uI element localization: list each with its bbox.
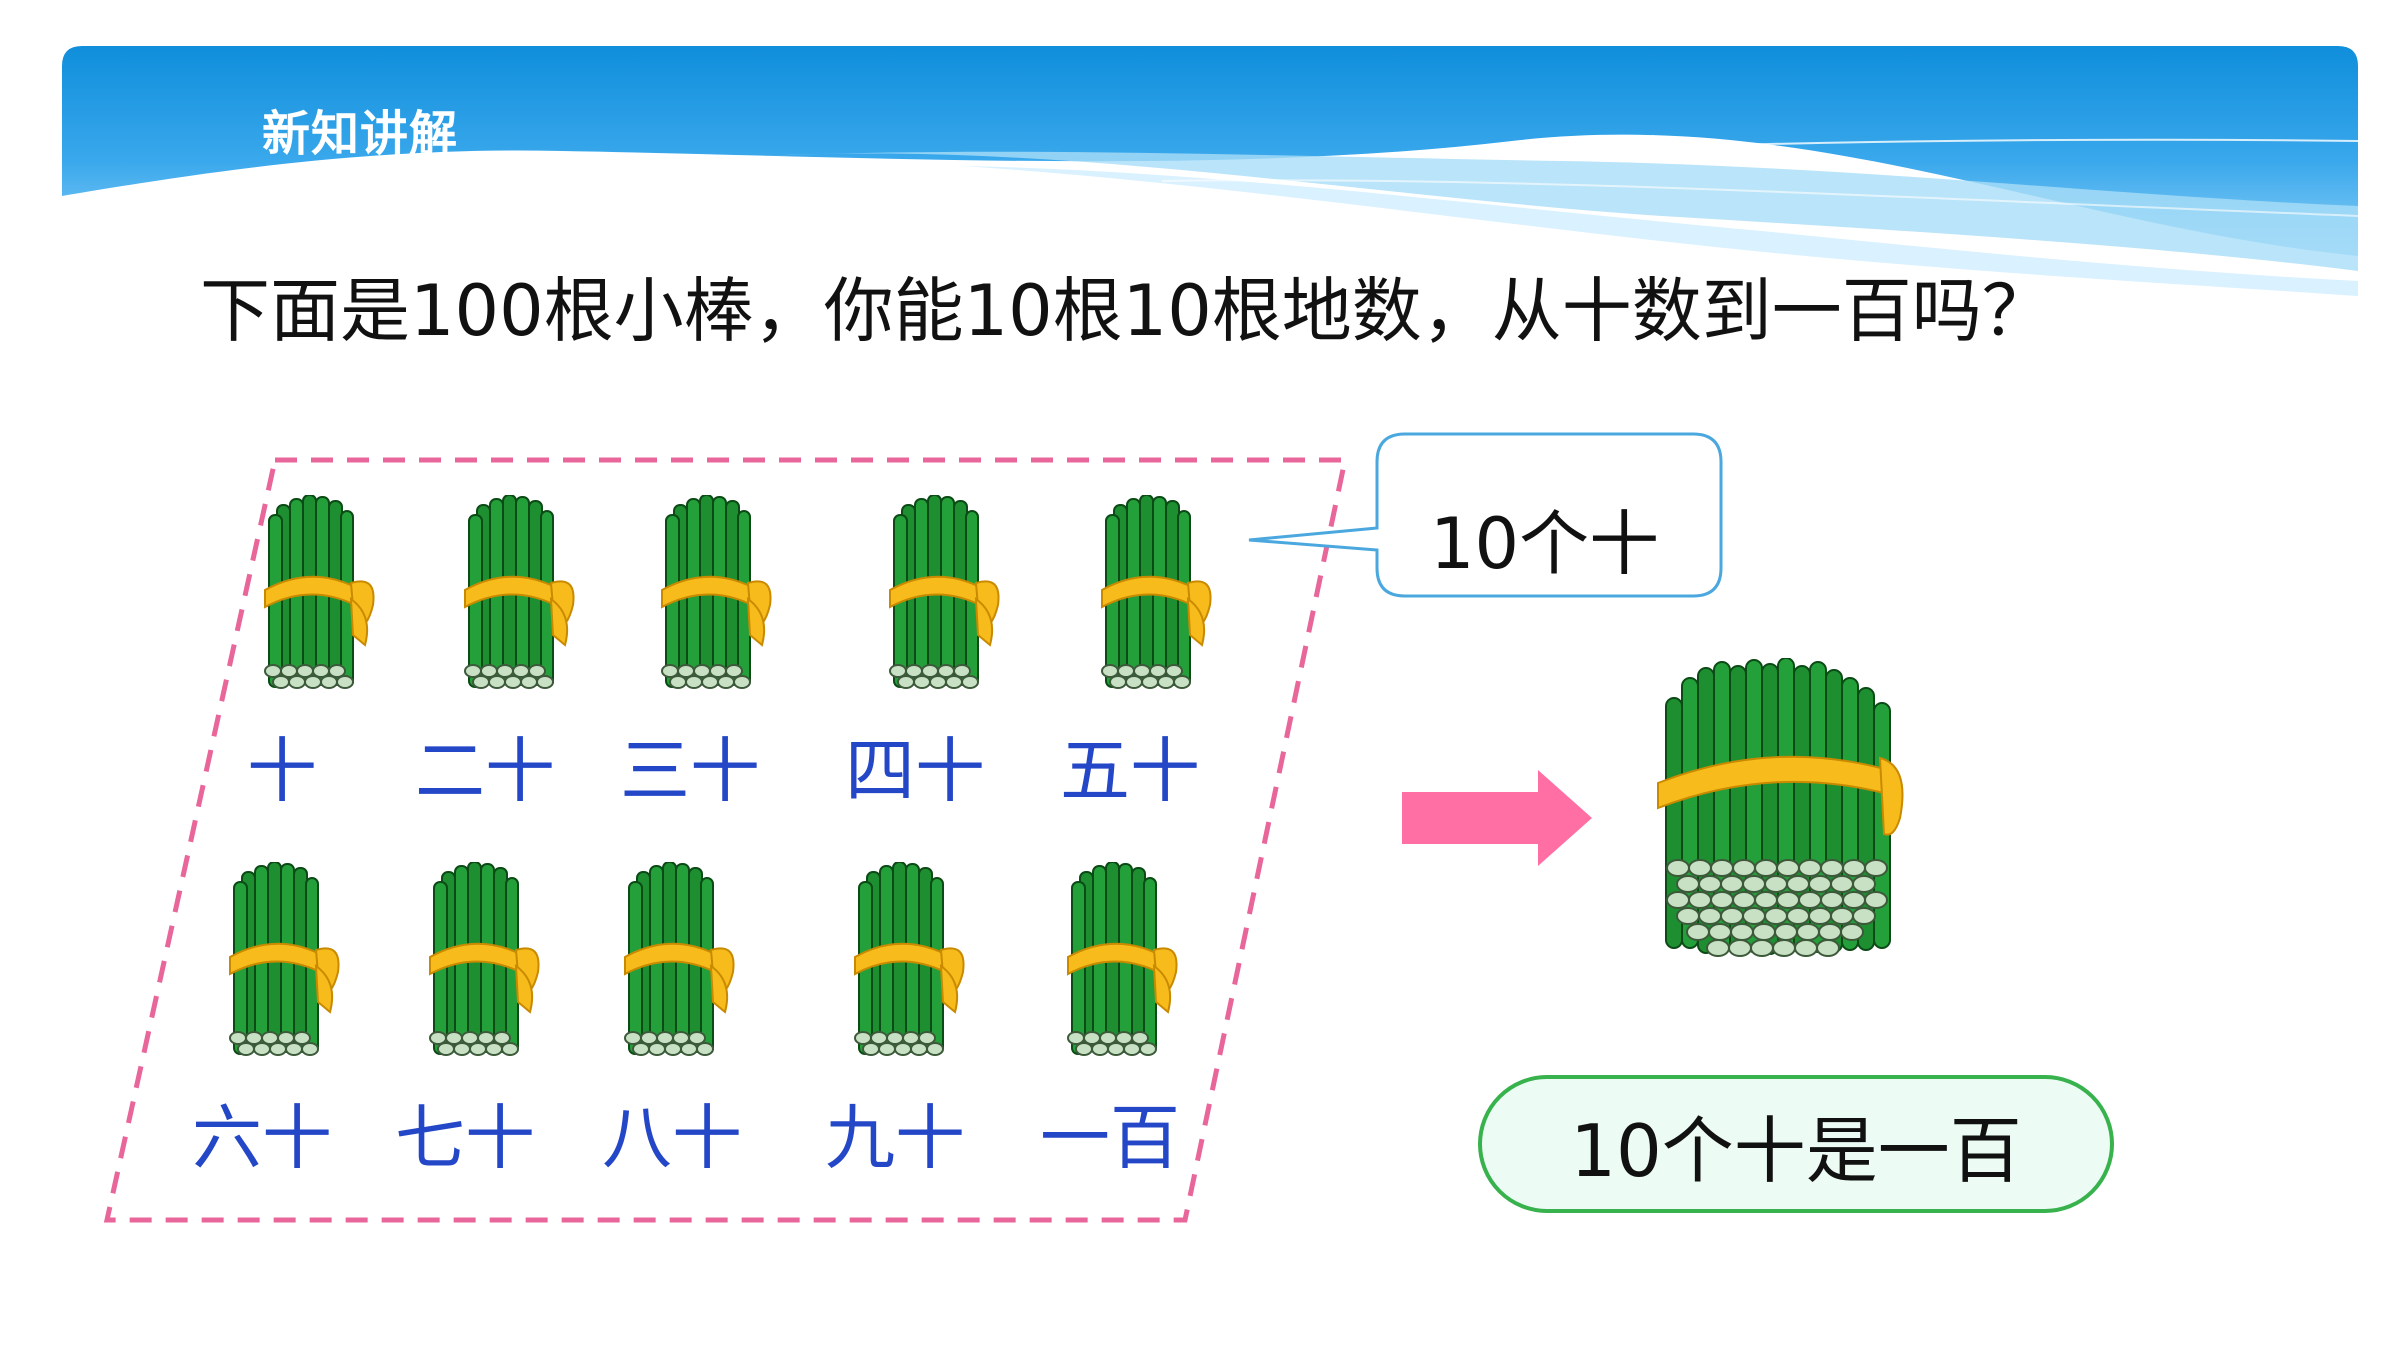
speech-bubble bbox=[1248, 432, 1723, 598]
bundle-of-ten-sticks-icon bbox=[429, 862, 540, 1056]
header-wave-graphic bbox=[62, 46, 2358, 296]
result-text: 10个十是一百 bbox=[1570, 1108, 2022, 1193]
right-arrow-icon bbox=[1402, 770, 1592, 866]
bubble-text: 10个十 bbox=[1430, 503, 1660, 585]
bundle-of-ten-sticks-icon bbox=[854, 862, 965, 1056]
bundle-of-ten-sticks-icon bbox=[624, 862, 735, 1056]
count-label: 六十 bbox=[192, 1097, 332, 1179]
count-label: 一百 bbox=[1040, 1097, 1180, 1179]
count-label: 三十 bbox=[620, 730, 760, 812]
bundle-of-ten-sticks-icon bbox=[464, 495, 575, 689]
count-label: 二十 bbox=[415, 730, 555, 812]
count-label: 四十 bbox=[845, 730, 985, 812]
bundle-of-ten-sticks-icon bbox=[264, 495, 375, 689]
header-banner: 新知讲解 bbox=[62, 46, 2358, 311]
bundle-of-ten-sticks-icon bbox=[1101, 495, 1212, 689]
bundle-of-hundred-sticks-icon bbox=[1657, 658, 1904, 957]
count-label: 八十 bbox=[602, 1097, 742, 1179]
bundle-of-ten-sticks-icon bbox=[889, 495, 1000, 689]
bundle-of-ten-sticks-icon bbox=[661, 495, 772, 689]
dashed-frame bbox=[103, 457, 1349, 1223]
count-label: 七十 bbox=[395, 1097, 535, 1179]
section-title: 新知讲解 bbox=[262, 106, 459, 162]
bundle-of-ten-sticks-icon bbox=[229, 862, 340, 1056]
count-label: 五十 bbox=[1060, 730, 1200, 812]
result-box: 10个十是一百 bbox=[1478, 1075, 2114, 1213]
bundle-of-ten-sticks-icon bbox=[1067, 862, 1178, 1056]
count-label: 十 bbox=[247, 730, 317, 812]
question-text: 下面是100根小棒，你能10根10根地数，从十数到一百吗？ bbox=[200, 270, 2052, 352]
count-label: 九十 bbox=[825, 1097, 965, 1179]
